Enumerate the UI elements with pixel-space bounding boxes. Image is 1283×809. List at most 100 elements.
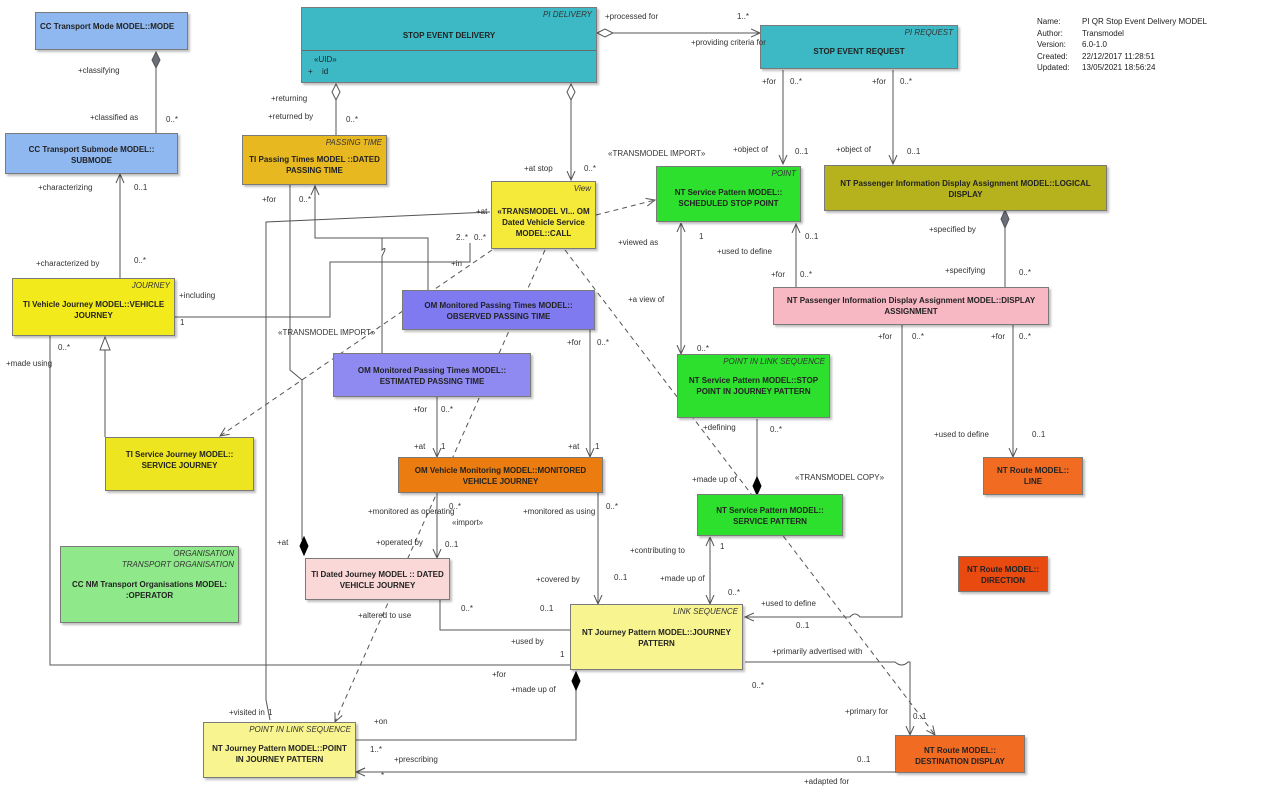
attr-id: id	[322, 67, 329, 76]
association-label: +for	[771, 270, 786, 279]
association-label: 1	[560, 650, 565, 659]
association-label: 2..*	[456, 233, 469, 242]
class-stop-point-in-journey-pattern[interactable]: POINT IN LINK SEQUENCE NT Service Patter…	[677, 354, 830, 418]
metadata-key: Created:	[1037, 51, 1068, 61]
class-title: CC Transport Submode MODEL:: SUBMODE	[28, 145, 155, 165]
association-label: «TRANSMODEL IMPORT»	[278, 328, 376, 337]
class-dated-passing-time[interactable]: PASSING TIME TI Passing Times MODEL ::DA…	[242, 135, 387, 185]
association-label: 0..1	[540, 604, 554, 613]
association-label: 0..1	[857, 755, 871, 764]
association-label: 0..1	[796, 621, 810, 630]
association-label: 0..1	[805, 232, 819, 241]
association-label: 1..*	[370, 745, 383, 754]
association-label: +primarily advertised with	[772, 647, 863, 656]
association-label: +at	[568, 442, 580, 451]
association-label: 0..*	[597, 338, 610, 347]
association-label: 0..1	[445, 540, 459, 549]
stereotype: LINK SEQUENCE	[673, 607, 738, 616]
class-scheduled-stop-point[interactable]: POINT NT Service Pattern MODEL:: SCHEDUL…	[656, 166, 801, 222]
association-label: 0..*	[461, 604, 474, 613]
class-dated-vehicle-journey[interactable]: TI Dated Journey MODEL :: DATED VEHICLE …	[305, 558, 450, 600]
class-service-pattern[interactable]: NT Service Pattern MODEL:: SERVICE PATTE…	[697, 494, 843, 536]
association-label: 0..*	[770, 425, 783, 434]
association-label: +for	[878, 332, 893, 341]
class-title: STOP EVENT DELIVERY	[402, 31, 496, 40]
dep-call-sj	[220, 249, 493, 436]
class-transport-submode[interactable]: CC Transport Submode MODEL:: SUBMODE	[5, 133, 178, 174]
association-label: +viewed as	[618, 238, 659, 247]
assoc-jp-dd	[745, 661, 910, 735]
association-label: +used to define	[761, 599, 816, 608]
class-title: NT Passenger Information Display Assignm…	[786, 296, 1036, 316]
stereotype: PASSING TIME	[325, 138, 382, 147]
metadata-value: Transmodel	[1082, 28, 1124, 38]
association-label: +used to define	[717, 247, 772, 256]
diamond-sp	[752, 475, 762, 497]
association-label: +made up of	[660, 574, 705, 583]
association-label: +object of	[733, 145, 768, 154]
association-label: 1..*	[737, 12, 750, 21]
class-title: TI Passing Times MODEL ::DATED PASSING T…	[249, 155, 380, 175]
class-display-assignment[interactable]: NT Passenger Information Display Assignm…	[773, 287, 1049, 325]
class-destination-display[interactable]: NT Route MODEL:: DESTINATION DISPLAY	[895, 735, 1025, 773]
association-label: +returning	[271, 94, 308, 103]
metadata-key: Updated:	[1037, 63, 1070, 72]
metadata-key: Version:	[1037, 40, 1066, 49]
class-logical-display[interactable]: NT Passenger Information Display Assignm…	[824, 165, 1107, 211]
dep-call-dd	[564, 249, 935, 735]
association-label: +for	[567, 338, 582, 347]
association-label: 0..*	[346, 115, 359, 124]
class-title: OM Monitored Passing Times MODEL:: ESTIM…	[357, 366, 507, 386]
class-monitored-vehicle-journey[interactable]: OM Vehicle Monitoring MODEL::MONITORED V…	[398, 457, 603, 493]
diamond-mode	[151, 50, 161, 70]
class-operator[interactable]: ORGANISATION TRANSPORT ORGANISATION CC N…	[60, 546, 239, 623]
class-estimated-passing-time[interactable]: OM Monitored Passing Times MODEL:: ESTIM…	[333, 353, 531, 397]
metadata-value: 22/12/2017 11:28:51	[1082, 51, 1155, 61]
association-label: 0..1	[614, 573, 628, 582]
class-observed-passing-time[interactable]: OM Monitored Passing Times MODEL:: OBSER…	[402, 290, 595, 330]
association-label: 0..1	[913, 712, 927, 721]
association-label: +at	[414, 442, 426, 451]
class-point-in-journey-pattern[interactable]: POINT IN LINK SEQUENCE NT Journey Patter…	[203, 722, 356, 778]
diamond-jp	[571, 670, 581, 692]
class-transport-mode[interactable]: CC Transport Mode MODEL::MODE	[35, 12, 188, 50]
class-title: NT Route MODEL:: DIRECTION	[967, 565, 1039, 585]
association-label: 1	[180, 318, 185, 327]
class-line[interactable]: NT Route MODEL:: LINE	[983, 457, 1083, 495]
association-label: 0..*	[449, 502, 462, 511]
association-label: 0..*	[584, 164, 597, 173]
stereotype: ORGANISATION	[173, 549, 234, 558]
class-vehicle-journey[interactable]: JOURNEY TI Vehicle Journey MODEL::VEHICL…	[12, 278, 175, 336]
class-stop-event-request[interactable]: PI REQUEST STOP EVENT REQUEST	[760, 25, 958, 69]
association-label: +for	[492, 670, 507, 679]
association-label: 0..*	[1019, 332, 1032, 341]
association-label: 0..*	[166, 115, 179, 124]
association-label: +covered by	[536, 575, 580, 584]
association-label: +specified by	[929, 225, 976, 234]
class-title: TI Service Journey MODEL:: SERVICE JOURN…	[125, 450, 234, 470]
class-journey-pattern[interactable]: LINK SEQUENCE NT Journey Pattern MODEL::…	[570, 604, 743, 670]
class-title: OM Monitored Passing Times MODEL:: OBSER…	[424, 301, 573, 321]
association-label: 0..*	[134, 256, 147, 265]
metadata-key: Name:	[1037, 17, 1061, 26]
association-label: +used to define	[934, 430, 989, 439]
class-dated-call[interactable]: View «TRANSMODEL VI... OM Dated Vehicle …	[491, 181, 596, 249]
class-stop-event-delivery[interactable]: PI DELIVERY STOP EVENT DELIVERY «UID» + …	[301, 7, 597, 83]
association-label: 1	[699, 232, 704, 241]
association-label: +classified as	[90, 113, 139, 122]
class-service-journey[interactable]: TI Service Journey MODEL:: SERVICE JOURN…	[105, 437, 254, 491]
metadata-value: 6.0-1.0	[1082, 40, 1107, 49]
association-label: 1	[268, 708, 273, 717]
metadata-row: Updated:13/05/2021 18:56:24	[1037, 62, 1207, 74]
association-label: +characterized by	[36, 259, 100, 268]
association-label: +monitored as operating	[368, 507, 455, 516]
association-label: +for	[872, 77, 887, 86]
class-direction[interactable]: NT Route MODEL:: DIRECTION	[958, 556, 1048, 592]
stereotype: PI DELIVERY	[542, 10, 592, 19]
assoc-call-pt	[265, 211, 491, 721]
stereotype: POINT IN LINK SEQUENCE	[249, 725, 351, 734]
association-label: 0..*	[800, 270, 813, 279]
diamond-delivery-pt	[331, 82, 341, 102]
diamond-ld	[1000, 208, 1010, 230]
